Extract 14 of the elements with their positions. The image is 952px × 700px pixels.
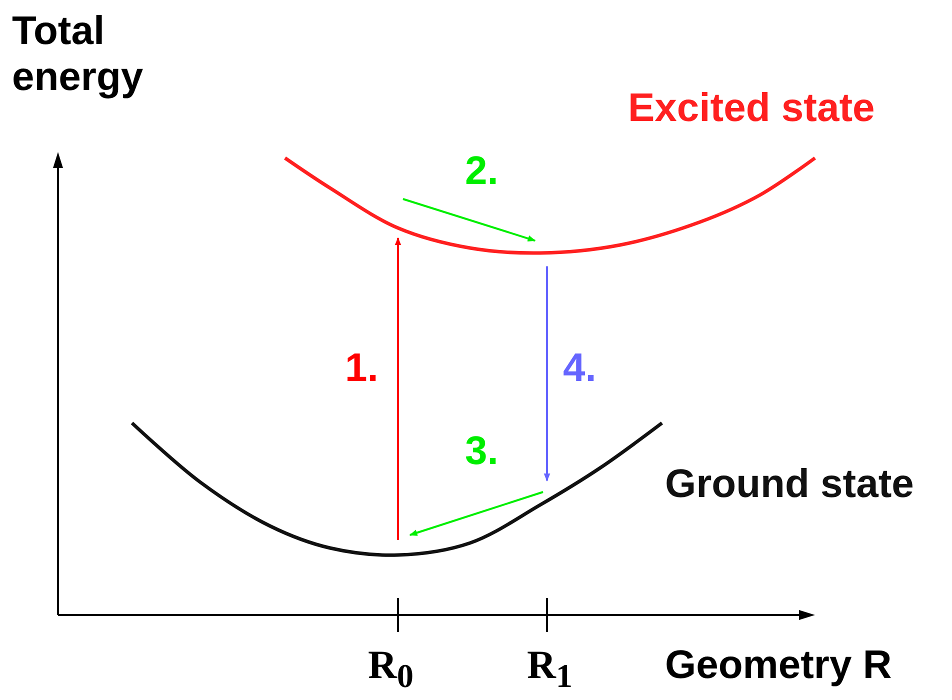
axis-label: Geometry R <box>665 642 892 688</box>
step-number: 3. <box>465 428 498 474</box>
step-number: 4. <box>563 345 596 391</box>
tick-label: R$_{0}$ <box>368 642 414 696</box>
tick-label: R$_{1}$ <box>527 642 573 696</box>
arrow <box>402 198 536 242</box>
curve-label: Ground state <box>665 461 914 507</box>
step-number: 2. <box>465 148 498 194</box>
axis-label: Total energy <box>12 8 144 100</box>
curve-label: Excited state <box>628 85 875 131</box>
arrow <box>394 237 402 540</box>
arrow <box>409 491 544 536</box>
step-number: 1. <box>345 345 378 391</box>
arrow <box>544 266 550 482</box>
